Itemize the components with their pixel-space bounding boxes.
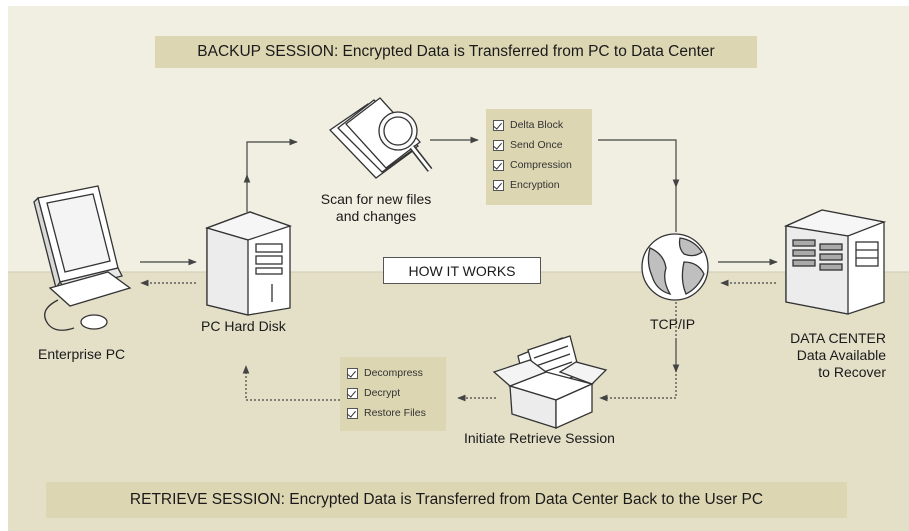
data-center-label: DATA CENTER Data Available to Recover [755, 330, 886, 381]
backup-checklist: Delta Block Send Once Compression Encryp… [486, 109, 592, 205]
checkbox-icon [347, 387, 358, 399]
scan-label-line2: and changes [335, 208, 417, 224]
enterprise-pc-label: Enterprise PC [38, 346, 126, 362]
checkbox-icon [347, 367, 358, 379]
checklist-item-label: Delta Block [510, 119, 564, 131]
checkbox-icon [493, 139, 504, 151]
checklist-item: Decrypt [347, 383, 440, 403]
checklist-item: Send Once [493, 135, 586, 155]
checklist-item-label: Send Once [510, 139, 563, 151]
checkbox-icon [493, 119, 504, 131]
pc-hard-disk-icon [204, 211, 293, 316]
retrieve-box-icon [492, 335, 608, 430]
scan-magnifier-icon [329, 97, 433, 179]
how-it-works-label: HOW IT WORKS [383, 257, 541, 284]
checklist-item-label: Encryption [510, 179, 560, 191]
checklist-item: Decompress [347, 363, 440, 383]
retrieve-flow-arrows [140, 279, 776, 402]
checklist-item: Encryption [493, 175, 586, 195]
backup-session-banner: BACKUP SESSION: Encrypted Data is Transf… [155, 36, 757, 68]
checklist-item: Delta Block [493, 115, 586, 135]
checkbox-icon [493, 159, 504, 171]
tcpip-label: TCP/IP [650, 316, 696, 332]
checklist-item-label: Compression [510, 159, 572, 171]
checklist-item-label: Decrypt [364, 387, 401, 399]
data-center-label-line1: DATA CENTER [790, 330, 886, 346]
retrieve-checklist: Decompress Decrypt Restore Files [340, 357, 446, 431]
enterprise-pc-icon [33, 185, 132, 331]
scan-label-line1: Scan for new files [320, 191, 432, 207]
backup-flow-arrows [140, 136, 778, 266]
retrieve-session-banner: RETRIEVE SESSION: Encrypted Data is Tran… [46, 482, 847, 518]
checkbox-icon [493, 179, 504, 191]
checklist-item-label: Decompress [364, 367, 423, 379]
data-center-label-line3: to Recover [818, 364, 886, 380]
checkbox-icon [347, 407, 358, 419]
checklist-item: Restore Files [347, 403, 440, 423]
globe-icon [641, 233, 709, 301]
checklist-item: Compression [493, 155, 586, 175]
data-center-label-line2: Data Available [796, 347, 886, 363]
initiate-retrieve-label: Initiate Retrieve Session [464, 430, 615, 446]
checklist-item-label: Restore Files [364, 407, 426, 419]
data-center-server-icon [783, 209, 887, 315]
scan-label: Scan for new files and changes [312, 191, 440, 225]
pc-hard-disk-label: PC Hard Disk [201, 318, 286, 334]
